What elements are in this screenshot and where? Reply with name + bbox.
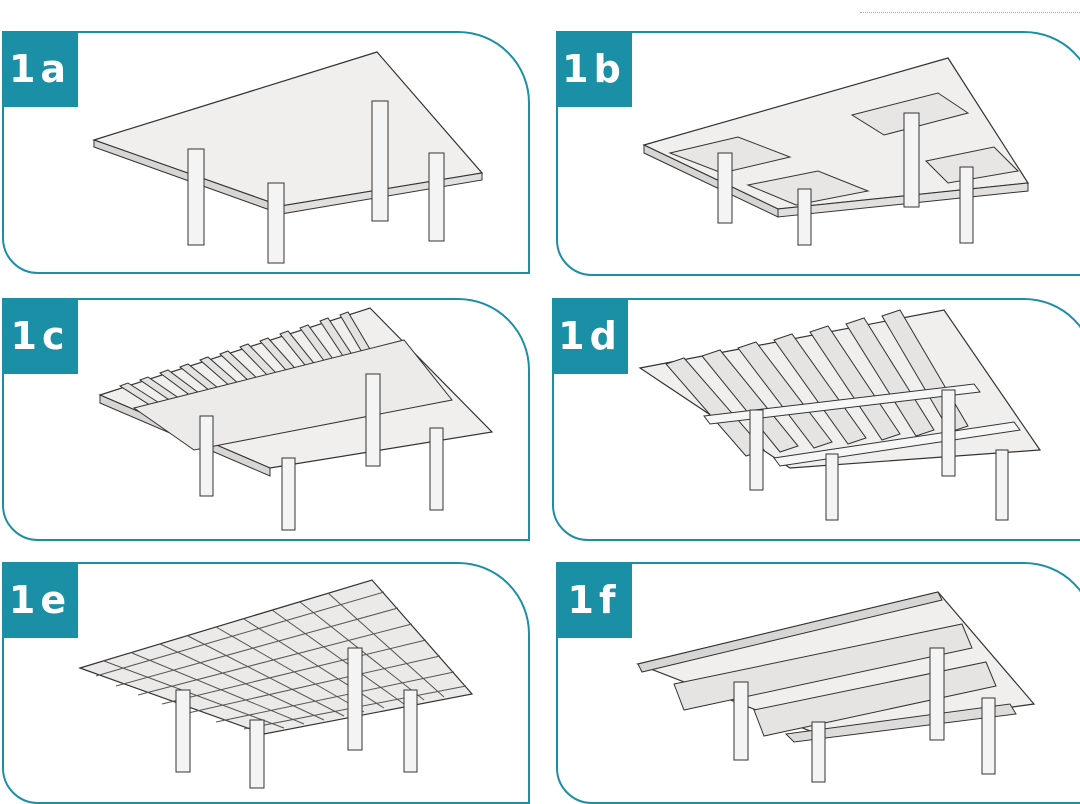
panel-label: 1c: [4, 300, 78, 374]
one-way-slab-on-beams-diagram: [558, 564, 1080, 804]
panel-label: 1a: [4, 33, 78, 107]
panel-label: 1d: [554, 300, 628, 374]
flat-slab-drop-panels-diagram: [558, 33, 1080, 276]
panel-1d: 1d: [552, 298, 1080, 541]
panel-1e: 1e: [2, 562, 530, 804]
panel-1b: 1b: [556, 31, 1080, 276]
panel-1a: 1a: [2, 31, 530, 274]
panel-label: 1f: [558, 564, 632, 638]
panel-label: 1e: [4, 564, 78, 638]
wide-module-joist-diagram: [554, 300, 1080, 541]
one-way-joist-slab-diagram: [4, 300, 530, 541]
waffle-slab-diagram: [4, 564, 530, 804]
panel-1f: 1f: [556, 562, 1080, 804]
flat-plate-diagram: [4, 33, 530, 274]
panel-1c: 1c: [2, 298, 530, 541]
panel-label: 1b: [558, 33, 632, 107]
cropped-top-edge: [860, 0, 1080, 13]
